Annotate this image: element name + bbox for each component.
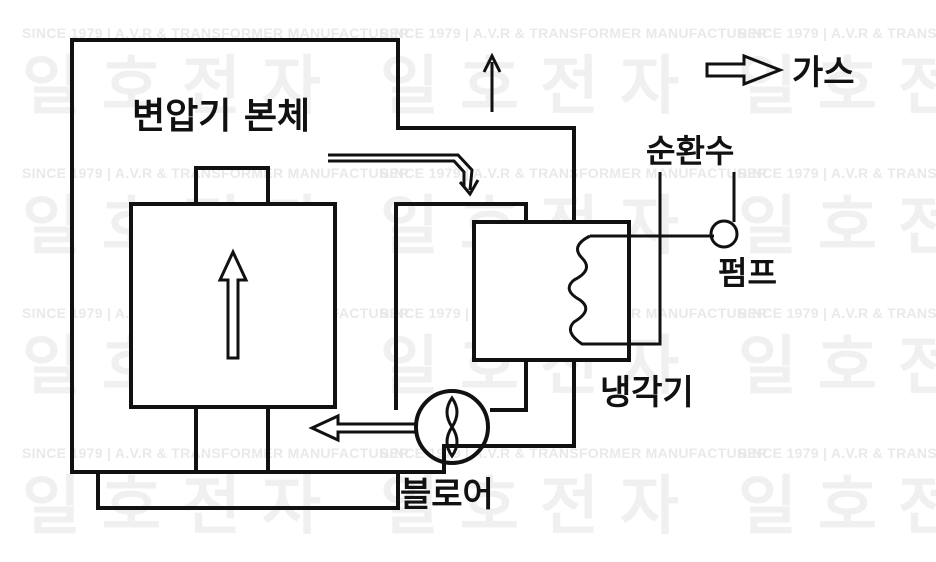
watermark-brand-char: 전 (540, 50, 599, 124)
watermark-tagline: SINCE 1979 | A.V.R & TRANSFORMER MANUFAC… (22, 165, 409, 181)
watermark-brand-char: 전 (898, 330, 936, 404)
cooler-box (472, 220, 631, 362)
watermark-tagline: SINCE 1979 | A.V.R & TRANSFORMER MANUFAC… (380, 445, 767, 461)
cooler-label: 냉각기 (600, 373, 694, 413)
cooler-coil (567, 234, 594, 346)
watermark-brand-char: 전 (898, 190, 936, 264)
transformer-body-label: 변압기 본체 (132, 96, 310, 137)
watermark-brand-char: 자 (620, 50, 679, 124)
gas-up-arrow (482, 52, 502, 112)
watermark-brand-char: 전 (182, 50, 241, 124)
inner-duct (394, 202, 528, 410)
return-arrow (308, 413, 418, 443)
transformer-base (96, 472, 400, 510)
fan-icon (445, 395, 459, 459)
watermark-brand-char: 전 (540, 470, 599, 544)
watermark-tagline: SINCE 1979 | A.V.R & TRANSFORMER MANUFAC… (738, 445, 936, 461)
pump-label: 펌프 (718, 254, 777, 292)
gas-legend-arrow (705, 53, 785, 87)
blower-label: 블로어 (400, 475, 494, 515)
watermark-brand-char: 호 (818, 470, 877, 544)
oil-up-arrow (217, 248, 249, 360)
pump-circle (709, 219, 739, 249)
watermark-brand-char: 호 (460, 470, 519, 544)
watermark-tagline: SINCE 1979 | A.V.R & TRANSFORMER MANUFAC… (22, 25, 409, 41)
watermark-brand-char: 일 (380, 330, 439, 404)
watermark-tagline: SINCE 1979 | A.V.R & TRANSFORMER MANUFAC… (738, 305, 936, 321)
watermark-brand-char: 호 (818, 190, 877, 264)
watermark-brand-char: 자 (620, 470, 679, 544)
watermark-brand-char: 일 (380, 50, 439, 124)
water-line-supply (594, 172, 662, 346)
circulating-water-label: 순환수 (646, 132, 734, 170)
core-leg (194, 405, 270, 474)
watermark-brand-char: 일 (738, 50, 797, 124)
watermark-brand-char: 일 (738, 190, 797, 264)
core-body (129, 202, 337, 409)
watermark-brand-char: 일 (738, 330, 797, 404)
watermark-tagline: SINCE 1979 | A.V.R & TRANSFORMER MANUFAC… (738, 165, 936, 181)
gas-label: 가스 (792, 53, 855, 93)
watermark-tagline: SINCE 1979 | A.V.R & TRANSFORMER MANUFAC… (22, 445, 409, 461)
flow-arrow-top (328, 153, 480, 197)
watermark-brand-char: 호 (818, 330, 877, 404)
inner-duct-lower (490, 358, 528, 412)
watermark-brand-char: 전 (898, 470, 936, 544)
watermark-tagline: SINCE 1979 | A.V.R & TRANSFORMER MANUFAC… (738, 25, 936, 41)
watermark-tagline: SINCE 1979 | A.V.R & TRANSFORMER MANUFAC… (380, 25, 767, 41)
watermark-brand-char: 자 (262, 50, 321, 124)
watermark-brand-char: 호 (102, 50, 161, 124)
watermark-brand-char: 일 (380, 190, 439, 264)
watermark-brand-char: 전 (898, 50, 936, 124)
watermark-brand-char: 일 (22, 470, 81, 544)
watermark-brand-char: 호 (818, 50, 877, 124)
watermark-brand-char: 일 (738, 470, 797, 544)
